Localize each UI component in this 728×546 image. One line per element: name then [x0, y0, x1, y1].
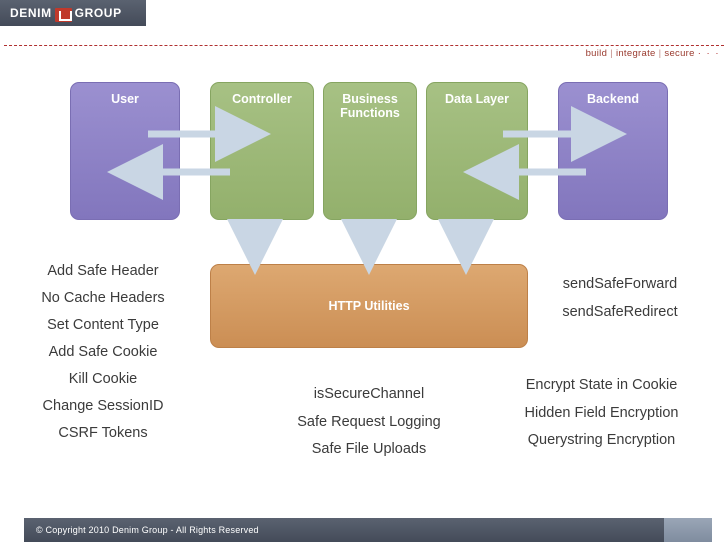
box-business-functions: Business Functions: [323, 82, 417, 220]
footer-copyright: © Copyright 2010 Denim Group - All Right…: [36, 525, 259, 535]
list-item: Hidden Field Encryption: [524, 404, 679, 421]
list-item: Set Content Type: [47, 317, 159, 333]
list-item: sendSafeRedirect: [562, 304, 678, 320]
list-encryption-utilities: Encrypt State in Cookie Hidden Field Enc…: [480, 372, 723, 455]
list-item: isSecureChannel: [313, 386, 425, 402]
list-controller-utilities: Add Safe Header No Cache Headers Set Con…: [8, 258, 198, 447]
tagline-dots: · · ·: [697, 48, 720, 59]
box-data-layer: Data Layer: [426, 82, 528, 220]
logo-text-first: DENIM: [10, 6, 52, 20]
list-forward-utilities: sendSafeForward sendSafeRedirect: [520, 270, 720, 326]
box-user: User: [70, 82, 180, 220]
box-controller-label: Controller: [232, 92, 292, 106]
list-item: Safe Request Logging: [297, 413, 441, 430]
box-business-functions-label: Business Functions: [340, 92, 400, 121]
tagline-separator-2: |: [658, 48, 662, 59]
footer-bar: © Copyright 2010 Denim Group - All Right…: [24, 518, 664, 542]
box-backend-label: Backend: [586, 92, 640, 106]
list-request-utilities: isSecureChannel Safe Request Logging Saf…: [236, 381, 502, 464]
box-backend: Backend: [558, 82, 668, 220]
list-item: Add Safe Header: [47, 263, 159, 279]
list-item: Kill Cookie: [68, 371, 138, 387]
tagline: build|integrate|secure· · ·: [586, 48, 720, 59]
tagline-separator-1: |: [610, 48, 613, 59]
list-item: sendSafeForward: [562, 276, 678, 292]
list-item: Add Safe Cookie: [48, 344, 158, 360]
denim-group-mark-icon: [54, 8, 72, 22]
box-data-layer-label: Data Layer: [445, 92, 509, 106]
tagline-build: build: [585, 48, 608, 59]
header-divider: [4, 45, 724, 46]
list-item: Querystring Encryption: [527, 432, 676, 448]
list-item: Encrypt State in Cookie: [525, 377, 678, 393]
list-item: Safe File Uploads: [311, 441, 427, 457]
box-http-utilities: HTTP Utilities: [210, 264, 528, 348]
logo-text-last: GROUP: [74, 6, 122, 20]
box-http-utilities-label: HTTP Utilities: [328, 298, 410, 313]
tagline-integrate: integrate: [615, 48, 656, 59]
header-logo-bar: DENIM GROUP: [0, 0, 146, 26]
list-item: Change SessionID: [42, 398, 164, 414]
list-item: CSRF Tokens: [58, 425, 148, 441]
footer-accent: [664, 518, 712, 542]
tagline-secure: secure: [664, 48, 695, 59]
box-user-label: User: [111, 92, 139, 106]
box-controller: Controller: [210, 82, 314, 220]
list-item: No Cache Headers: [41, 290, 165, 306]
